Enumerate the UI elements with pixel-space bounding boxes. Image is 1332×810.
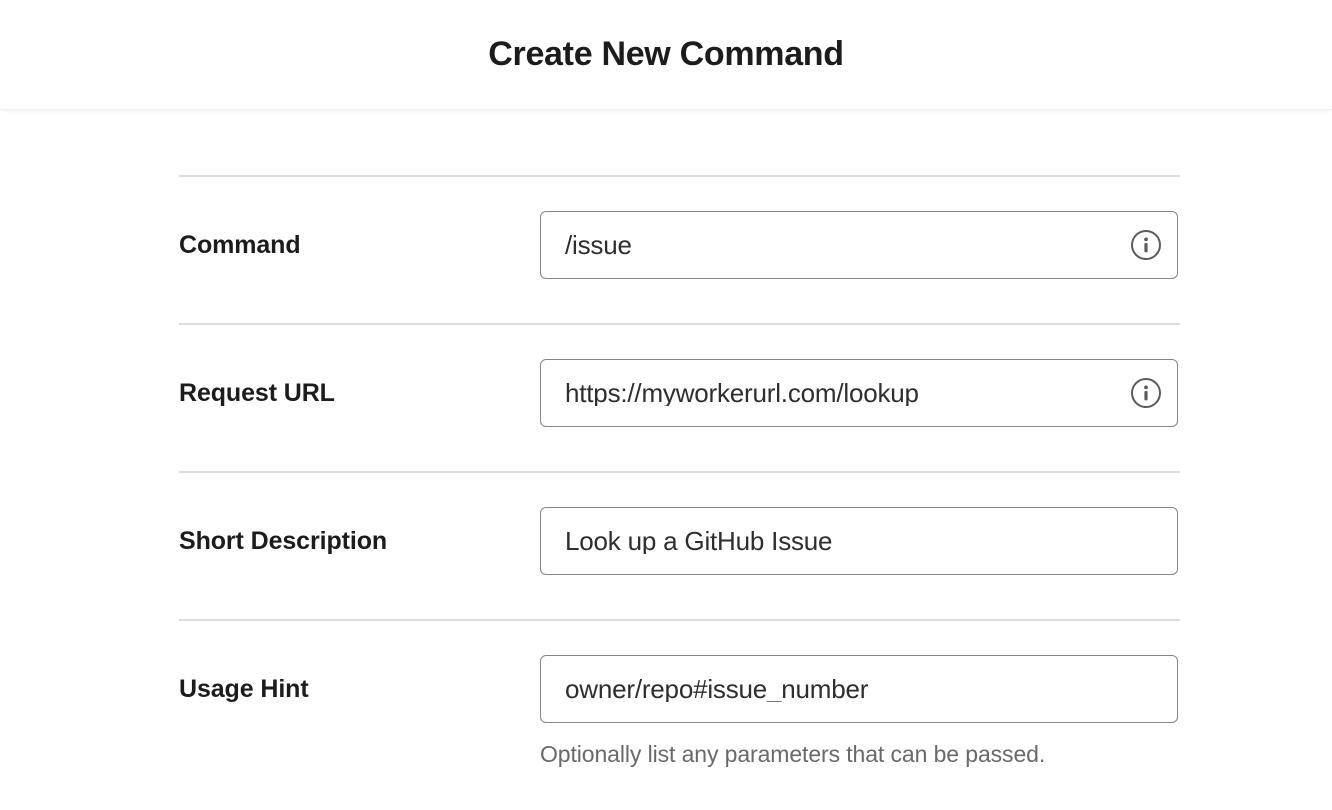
form-row-request-url: Request URL https://myworkerurl.com/looku… bbox=[0, 359, 1332, 455]
input-value-short-description[interactable]: Look up a GitHub Issue bbox=[565, 528, 833, 554]
form-divider bbox=[179, 471, 1180, 473]
form-divider bbox=[179, 175, 1180, 177]
info-circle-icon[interactable] bbox=[1129, 228, 1163, 262]
label-command: Command bbox=[179, 230, 301, 259]
input-value-usage-hint[interactable]: owner/repo#issue_number bbox=[565, 676, 869, 702]
label-short-description: Short Description bbox=[179, 526, 388, 555]
input-short-description[interactable]: Look up a GitHub Issue bbox=[540, 507, 1178, 575]
page-title: Create New Command bbox=[488, 34, 844, 73]
label-usage-hint: Usage Hint bbox=[179, 674, 309, 703]
input-value-command[interactable]: /issue bbox=[565, 232, 632, 258]
input-value-request-url[interactable]: https://myworkerurl.com/lookup bbox=[565, 380, 919, 406]
form-divider bbox=[179, 323, 1180, 325]
modal-header: Create New Command bbox=[0, 0, 1332, 110]
input-command[interactable]: /issue bbox=[540, 211, 1178, 279]
label-request-url: Request URL bbox=[179, 378, 335, 407]
help-text-usage-hint: Optionally list any parameters that can … bbox=[540, 741, 1046, 767]
info-circle-icon[interactable] bbox=[1129, 376, 1163, 410]
input-usage-hint[interactable]: owner/repo#issue_number bbox=[540, 655, 1178, 723]
form-row-command: Command/issue bbox=[0, 211, 1332, 307]
form-divider bbox=[179, 619, 1180, 621]
form-row-short-description: Short Description Look up a GitHub Issue bbox=[0, 507, 1332, 603]
input-request-url[interactable]: https://myworkerurl.com/lookup bbox=[540, 359, 1178, 427]
